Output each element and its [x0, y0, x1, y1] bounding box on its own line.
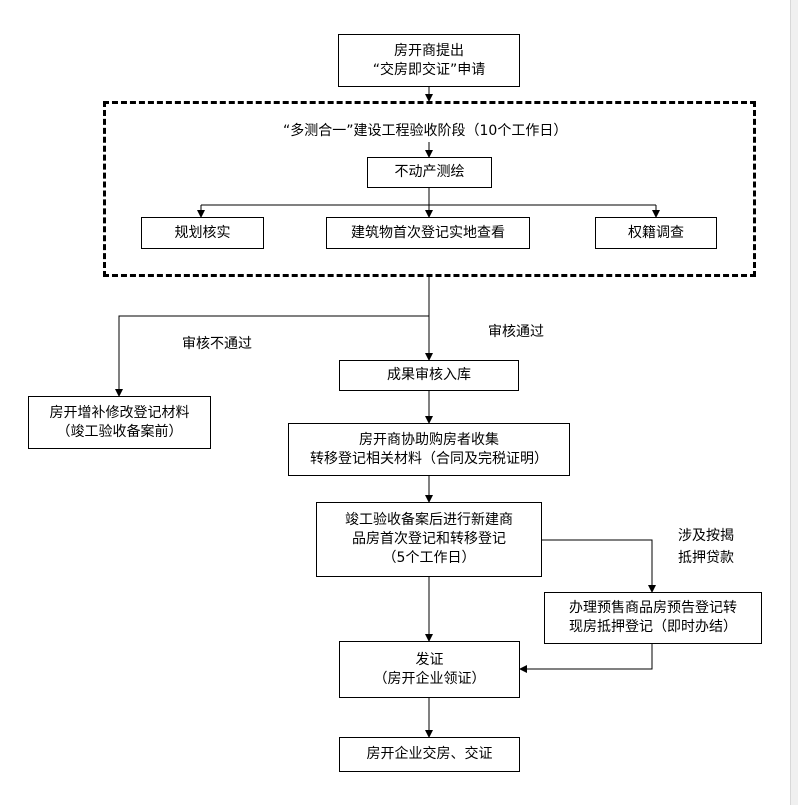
- collect-materials-box: 房开商协助购房者收集 转移登记相关材料（合同及完税证明）: [288, 423, 570, 476]
- collect-line-1: 房开商协助购房者收集: [359, 431, 499, 448]
- mortgage-line-2: 现房抵押登记（即时办结）: [569, 619, 737, 635]
- supplement-line-2: （竣工验收备案前）: [56, 423, 183, 440]
- planning-verification-label: 规划核实: [174, 224, 231, 241]
- stage-title: “多测合一”建设工程验收阶段（10个工作日）: [283, 123, 568, 139]
- mortgage-line-1: 办理预售商品房预告登记转: [569, 600, 737, 616]
- mortgage-registration-box: 办理预售商品房预告登记转 现房抵押登记（即时办结）: [544, 592, 762, 644]
- arrow-fail-branch: [115, 315, 429, 397]
- survey-box: 不动产测绘: [367, 157, 492, 188]
- building-inspection-label: 建筑物首次登记实地查看: [351, 224, 505, 241]
- register-line-2: 品房首次登记和转移登记: [352, 531, 506, 547]
- first-transfer-registration-box: 竣工验收备案后进行新建商 品房首次登记和转移登记 （5个工作日）: [316, 502, 542, 577]
- start-line-2: “交房即交证”申请: [372, 61, 486, 78]
- mortgage-label-line-2: 抵押贷款: [678, 550, 734, 566]
- mortgage-label-line-1: 涉及按揭: [678, 528, 734, 544]
- multi-survey-stage-group: [103, 101, 756, 277]
- register-line-1: 竣工验收备案后进行新建商: [345, 512, 513, 528]
- ownership-survey-box: 权籍调查: [595, 217, 717, 249]
- review-fail-label: 审核不通过: [182, 336, 252, 352]
- start-application-box: 房开商提出 “交房即交证”申请: [338, 34, 520, 87]
- mortgage-label: 涉及按揭 抵押贷款: [678, 525, 734, 569]
- certify-line-2: （房开企业领证）: [373, 670, 486, 687]
- certify-line-1: 发证: [415, 651, 444, 668]
- certificate-issue-box: 发证 （房开企业领证）: [339, 641, 520, 698]
- planning-verification-box: 规划核实: [141, 217, 264, 249]
- arrow-mortgage-to-certify: [519, 644, 653, 673]
- collect-line-2: 转移登记相关材料（合同及完税证明）: [310, 450, 548, 467]
- supplement-materials-box: 房开增补修改登记材料 （竣工验收备案前）: [28, 396, 211, 449]
- arrow-register-to-mortgage: [541, 539, 656, 593]
- handover-label: 房开企业交房、交证: [366, 746, 493, 762]
- ownership-survey-label: 权籍调查: [628, 224, 684, 241]
- review-pass-label: 审核通过: [488, 324, 544, 340]
- supplement-line-1: 房开增补修改登记材料: [49, 404, 190, 421]
- result-warehouse-box: 成果审核入库: [339, 360, 519, 391]
- survey-label: 不动产测绘: [394, 164, 465, 180]
- handover-box: 房开企业交房、交证: [339, 737, 520, 772]
- start-line-1: 房开商提出: [393, 42, 464, 59]
- window-edge: [790, 0, 798, 805]
- building-inspection-box: 建筑物首次登记实地查看: [326, 217, 530, 249]
- register-line-3: （5个工作日）: [382, 550, 476, 566]
- result-warehouse-label: 成果审核入库: [387, 367, 471, 383]
